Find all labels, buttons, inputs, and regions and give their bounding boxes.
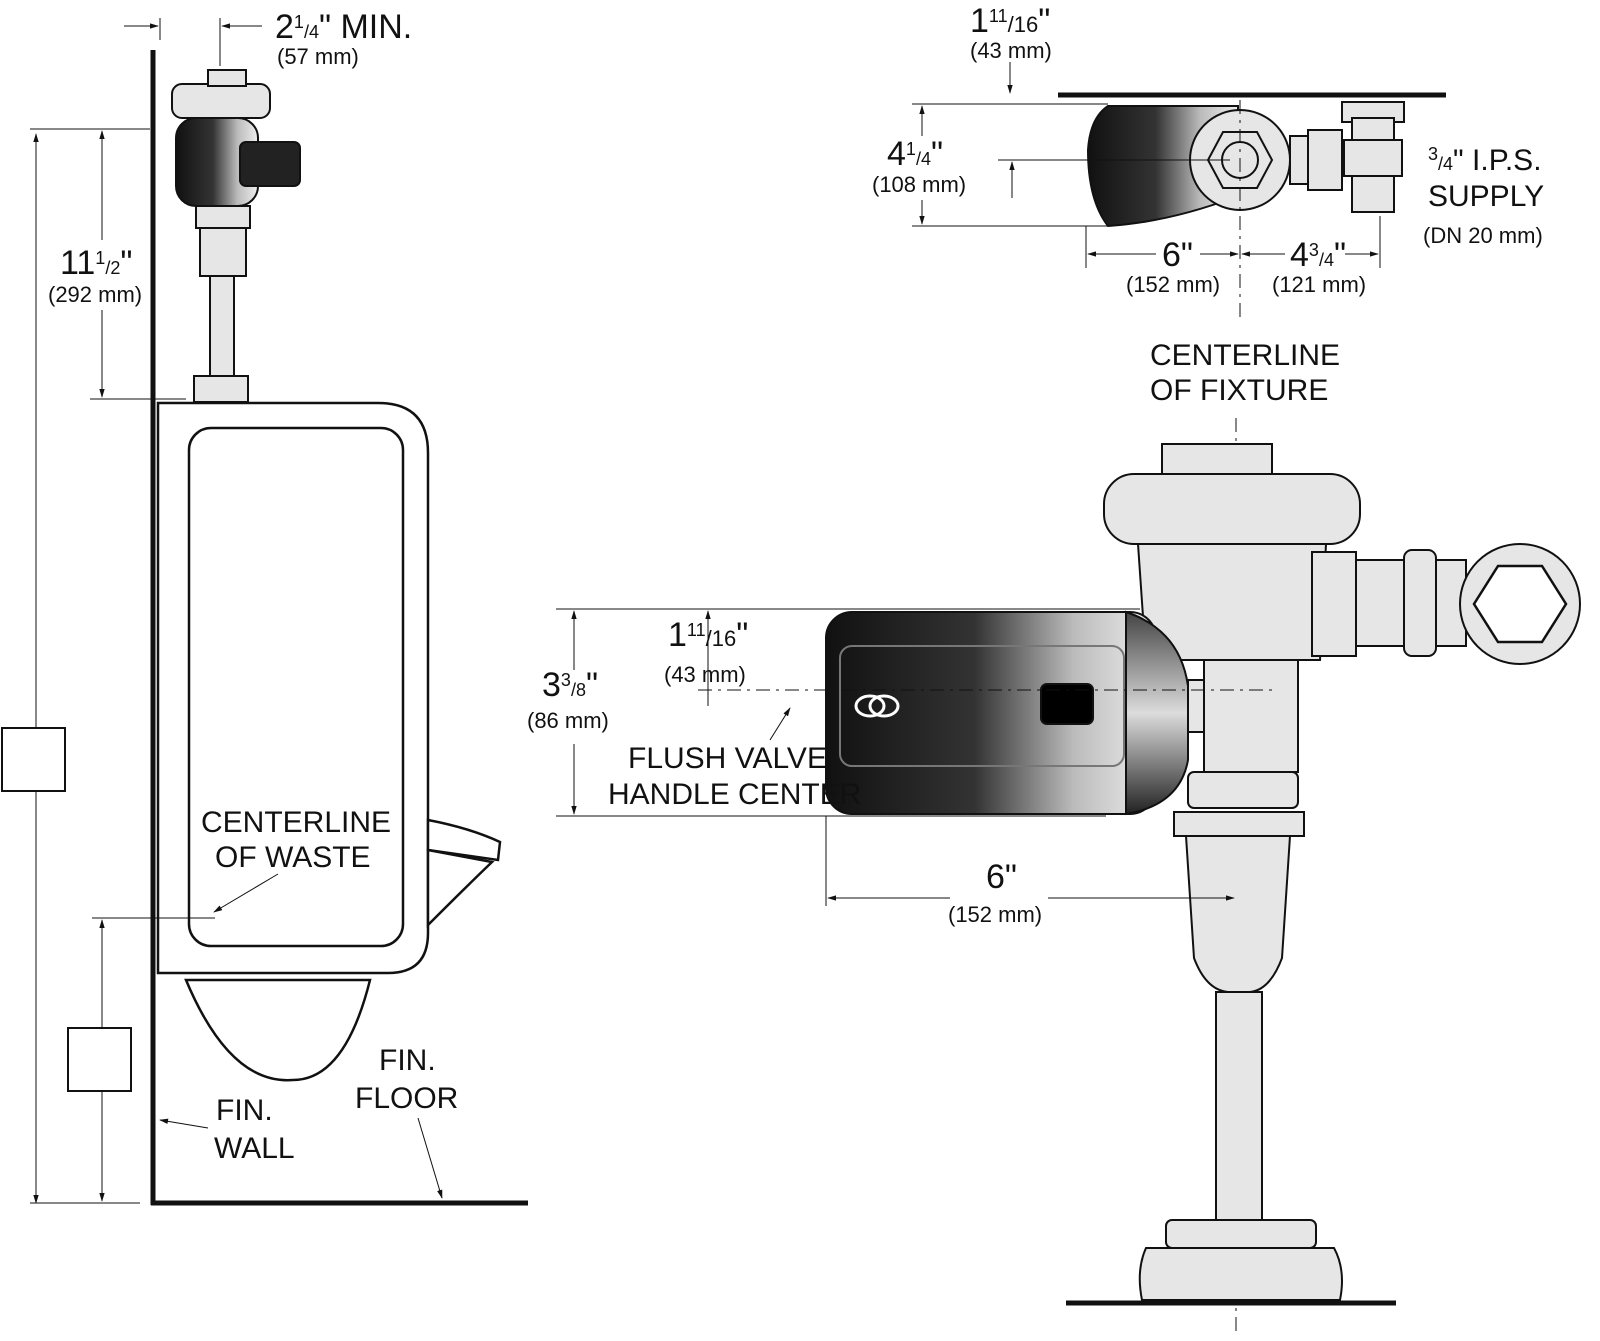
valve-height-metric: (292 mm) <box>48 282 142 307</box>
top-view: 111/16" (43 mm) 41/4" (108 mm) 6" (152 m… <box>872 2 1544 407</box>
supply-line3: (DN 20 mm) <box>1423 223 1543 248</box>
logo-icon <box>854 694 900 718</box>
supply-line1: 3/4" I.P.S. <box>1428 144 1542 177</box>
front-width-metric: (152 mm) <box>948 902 1042 927</box>
top-left-dim-metric: (152 mm) <box>1126 272 1220 297</box>
wall-clearance-label: 21/4" MIN. <box>275 8 412 46</box>
urinal-fixture <box>156 401 502 1082</box>
top-depth-label: 41/4" <box>887 135 943 173</box>
top-right-dim-label: 43/4" <box>1290 236 1346 274</box>
supply-line2: SUPPLY <box>1428 180 1544 213</box>
handle-offset-metric: (43 mm) <box>664 662 746 687</box>
centerline-waste-line1: CENTERLINE <box>201 806 391 839</box>
overall-height-value-box <box>1 727 66 792</box>
handle-center-line2: HANDLE CENTER <box>608 778 861 811</box>
front-height-metric: (86 mm) <box>527 708 609 733</box>
fin-wall-line1: FIN. <box>216 1094 273 1127</box>
dim-valve-height: 111/2" (292 mm) <box>30 128 186 400</box>
front-height-label: 33/8" <box>542 666 598 704</box>
handle-offset-label: 111/16" <box>668 616 748 654</box>
top-offset-label: 111/16" <box>970 2 1050 40</box>
fin-floor-line2: FLOOR <box>355 1082 458 1115</box>
side-flush-valve <box>171 69 301 403</box>
wall-clearance-metric: (57 mm) <box>277 44 359 69</box>
fin-floor-line1: FIN. <box>379 1044 436 1077</box>
front-width-label: 6" <box>986 858 1017 896</box>
fin-wall-line2: WALL <box>214 1132 295 1165</box>
centerline-fixture-line1: CENTERLINE <box>1150 339 1340 372</box>
centerline-waste-line2: OF WASTE <box>215 841 371 874</box>
top-left-dim-label: 6" <box>1162 236 1193 274</box>
side-view: 21/4" MIN. (57 mm) 111/2" (292 mm) CENTE… <box>1 8 528 1206</box>
waste-height-value-box <box>67 1027 132 1092</box>
top-right-dim-metric: (121 mm) <box>1272 272 1366 297</box>
top-offset-metric: (43 mm) <box>970 38 1052 63</box>
dim-wall-clearance: 21/4" MIN. (57 mm) <box>124 8 412 69</box>
top-depth-metric: (108 mm) <box>872 172 966 197</box>
centerline-fixture-line2: OF FIXTURE <box>1150 374 1328 407</box>
front-view: 33/8" (86 mm) 111/16" (43 mm) FLUSH VALV… <box>527 443 1581 1306</box>
handle-center-line1: FLUSH VALVE <box>628 742 827 775</box>
valve-height-label: 111/2" <box>60 244 132 282</box>
sensor-window <box>1040 683 1094 725</box>
